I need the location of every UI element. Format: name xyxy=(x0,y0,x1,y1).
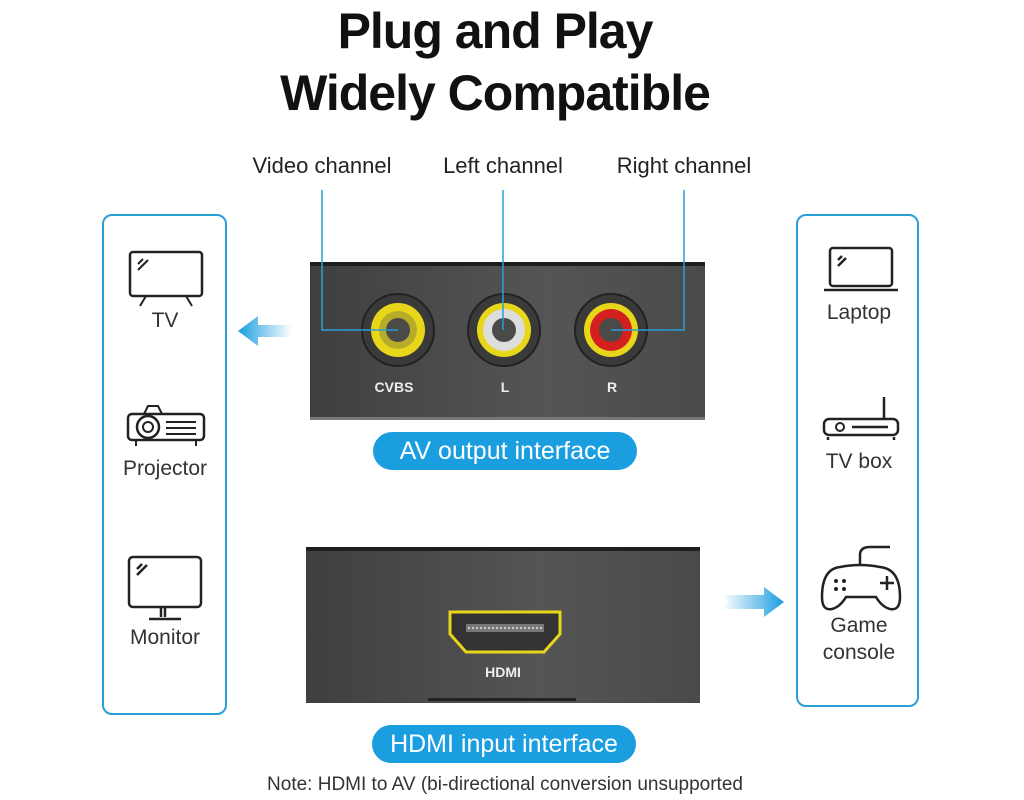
channel-leader-lines xyxy=(321,190,685,331)
source-label-tv-box: TV box xyxy=(825,450,893,473)
output-label-monitor: Monitor xyxy=(129,626,201,649)
monitor-icon xyxy=(127,555,203,621)
hdmi-port-icon xyxy=(448,610,562,654)
jack-label-cvbs: CVBS xyxy=(374,379,414,395)
source-label-console: console xyxy=(822,641,896,664)
jack-label-l: L xyxy=(500,379,510,395)
video-channel-label: Video channel xyxy=(252,153,392,178)
note-text: Note: HDMI to AV (bi-directional convers… xyxy=(267,774,743,795)
tv-icon xyxy=(128,250,204,307)
source-devices-panel xyxy=(796,214,919,707)
laptop-icon xyxy=(824,246,898,292)
av-output-interface-badge: AV output interface xyxy=(373,432,637,470)
arrow-right-icon xyxy=(722,587,784,617)
title-line-2: Widely Compatible xyxy=(280,65,711,121)
hdmi-port-label: HDMI xyxy=(485,664,521,680)
device-foot xyxy=(428,698,576,701)
right-channel-label: Right channel xyxy=(616,153,752,178)
projector-icon xyxy=(126,405,206,446)
output-label-tv: TV xyxy=(151,309,179,332)
hdmi-input-interface-badge: HDMI input interface xyxy=(372,725,636,763)
left-jack-icon xyxy=(467,293,541,367)
left-channel-label: Left channel xyxy=(443,153,563,178)
output-devices-panel xyxy=(102,214,227,715)
source-label-laptop: Laptop xyxy=(826,301,892,324)
jack-label-r: R xyxy=(606,379,618,395)
tv-box-icon xyxy=(822,397,900,440)
output-label-projector: Projector xyxy=(122,457,208,480)
source-label-game: Game xyxy=(830,614,888,637)
arrow-left-icon xyxy=(238,316,292,346)
game-controller-icon xyxy=(820,545,902,611)
title-line-1: Plug and Play xyxy=(337,3,654,59)
